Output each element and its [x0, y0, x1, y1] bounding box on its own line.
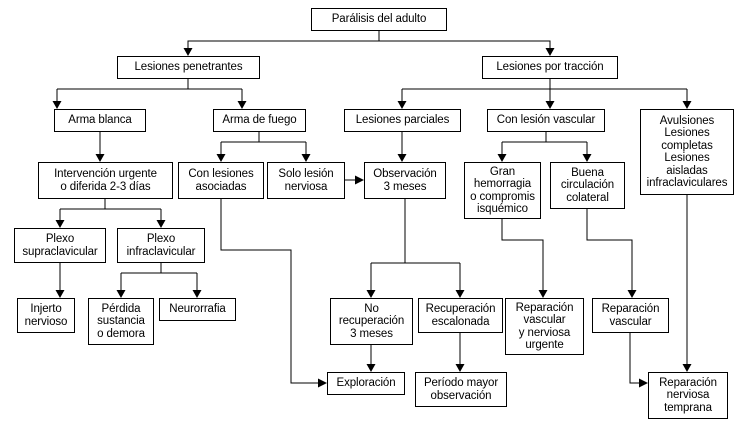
node-gran_hemorragia: Gran hemorragia o compromis isquémico — [464, 162, 541, 219]
arrowhead — [55, 290, 65, 298]
node-plexo_supra: Plexo supraclavicular — [14, 228, 106, 263]
node-neurorrafia: Neurorrafia — [159, 298, 236, 321]
arrowhead — [582, 154, 592, 162]
arrowhead — [183, 48, 193, 56]
node-periodo_mayor: Período mayor observación — [415, 372, 507, 407]
arrowhead — [355, 175, 364, 185]
connector-line — [370, 199, 461, 293]
node-rep_vascular: Reparación vascular — [592, 298, 669, 333]
arrowhead — [397, 154, 407, 162]
node-solo_lesion: Solo lesión nerviosa — [267, 162, 345, 199]
arrowhead — [455, 290, 465, 298]
arrowhead — [216, 154, 226, 162]
node-root: Parálisis del adulto — [311, 8, 447, 31]
connector-line — [220, 132, 307, 157]
connector-line — [187, 31, 551, 51]
node-plexo_infra: Plexo infraclavicular — [117, 228, 205, 263]
node-vascular: Con lesión vascular — [487, 109, 605, 132]
node-traccion: Lesiones por tracción — [482, 56, 618, 79]
node-recup_escal: Recuperación escalonada — [418, 298, 503, 333]
node-arma_fuego: Arma de fuego — [213, 109, 306, 132]
arrowhead — [545, 48, 555, 56]
node-observacion: Observación 3 meses — [364, 162, 446, 199]
arrowhead — [116, 290, 126, 298]
connector-line — [586, 209, 633, 293]
node-exploracion: Exploración — [327, 372, 405, 395]
connector-line — [501, 132, 588, 157]
node-buena_circ: Buena circulación colateral — [550, 162, 625, 209]
arrowhead — [318, 378, 327, 388]
node-parciales: Lesiones parciales — [344, 109, 461, 132]
arrowhead — [301, 154, 311, 162]
node-penetrantes: Lesiones penetrantes — [117, 56, 260, 79]
node-avulsiones: Avulsiones Lesiones completas Lesiones a… — [640, 109, 734, 195]
arrowhead — [682, 364, 692, 372]
arrowhead — [682, 101, 692, 109]
arrowhead — [455, 364, 465, 372]
arrowhead — [55, 220, 65, 228]
arrowhead — [397, 101, 407, 109]
node-rep_vasc_nerv: Reparación vascular y nerviosa urgente — [505, 298, 584, 355]
connector-line — [220, 199, 322, 384]
node-arma_blanca: Arma blanca — [54, 109, 146, 132]
arrowhead — [497, 154, 507, 162]
connector-line — [401, 79, 688, 104]
node-con_lesiones: Con lesiones asociadas — [178, 162, 264, 199]
arrowhead — [538, 290, 548, 298]
node-intervencion: Intervención urgente o diferida 2-3 días — [38, 162, 173, 199]
connector-line — [56, 79, 243, 104]
node-rep_nerv_temp: Reparación nerviosa temprana — [648, 372, 728, 419]
arrowhead — [366, 364, 376, 372]
arrowhead — [192, 290, 202, 298]
arrowhead — [156, 220, 166, 228]
node-injerto: Injerto nervioso — [17, 298, 75, 333]
connector-line — [501, 219, 544, 293]
node-perdida: Pérdida sustancia o demora — [88, 298, 154, 345]
connector-line — [120, 263, 198, 293]
node-no_recup: No recuperación 3 meses — [330, 298, 413, 345]
connector-line — [629, 333, 643, 384]
arrowhead — [52, 101, 62, 109]
connector-line — [59, 199, 162, 223]
arrowhead — [545, 101, 555, 109]
arrowhead — [366, 290, 376, 298]
arrowhead — [95, 154, 105, 162]
arrowhead — [627, 290, 637, 298]
arrowhead — [639, 378, 648, 388]
arrowhead — [237, 101, 247, 109]
